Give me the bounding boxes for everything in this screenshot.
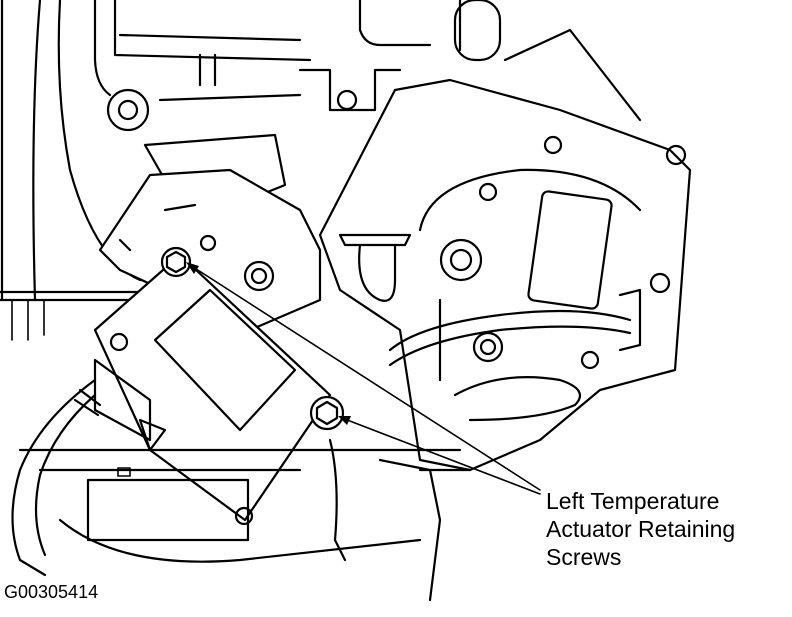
callout-label-line-2: Actuator Retaining	[546, 516, 736, 542]
wiring-harness	[11, 309, 632, 577]
left-temperature-actuator	[93, 253, 332, 526]
left-frame	[0, 0, 162, 341]
retaining-screw-lower	[309, 395, 345, 431]
callout-label-line-1: Left Temperature	[546, 488, 720, 514]
retaining-screw-upper	[160, 246, 192, 278]
upper-actuator-housing	[318, 78, 692, 472]
middle-bracket	[98, 133, 322, 332]
top-structure	[106, 0, 642, 132]
lower-frame	[18, 448, 472, 602]
figure-id-label: G00305414	[4, 582, 99, 602]
callout-label-line-3: Screws	[546, 544, 622, 570]
callout-leader-lines	[186, 262, 541, 495]
